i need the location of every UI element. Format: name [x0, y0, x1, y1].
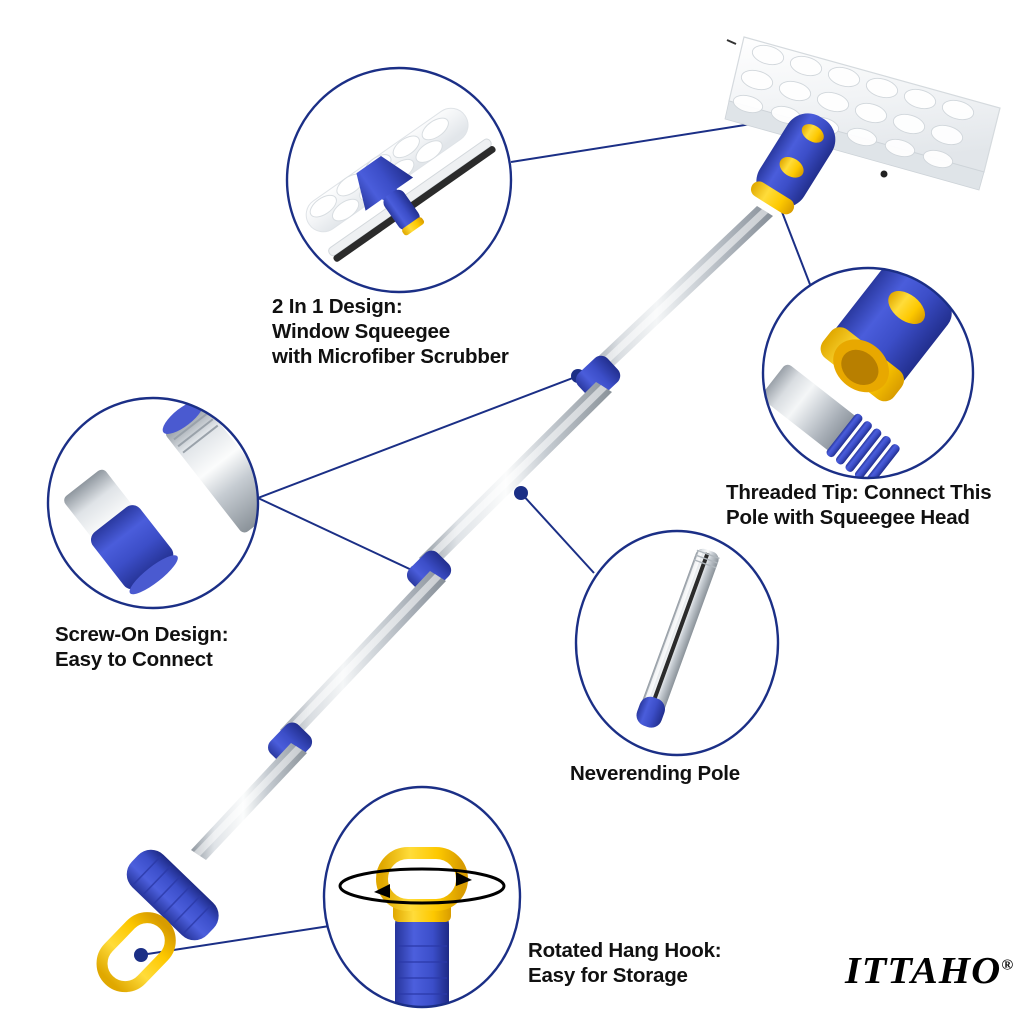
rotation-arrow-icon [338, 867, 506, 905]
leader-dot-icon-hook [134, 948, 148, 962]
pole-segment-middle [419, 382, 612, 568]
callout-screw-on [46, 396, 260, 610]
registered-trademark-icon: ® [1001, 957, 1014, 974]
callout-two-in-one [285, 66, 513, 294]
callout-ring-threaded-tip [761, 266, 975, 480]
callout-ring-two-in-one [285, 66, 513, 294]
callout-ring-neverending-pole [574, 529, 780, 757]
squeegee-head-connector [750, 113, 836, 215]
main-product-telescoping-pole [96, 36, 1001, 993]
brand-logo: ITTAHO® [845, 949, 1013, 993]
leader-line-threaded-tip [776, 198, 812, 288]
caption-two-in-one: 2 In 1 Design: Window Squeegee with Micr… [272, 295, 509, 368]
pole-segment-bottom [191, 743, 307, 860]
callout-neverending-pole [574, 529, 780, 757]
pole-segment-lower [280, 571, 446, 740]
leader-line-neverending [520, 492, 595, 574]
yellow-hang-hook [96, 912, 176, 993]
pole-joint-collar-upper [575, 355, 621, 400]
caption-screw-on: Screw-On Design: Easy to Connect [55, 623, 229, 671]
brand-name: ITTAHO [845, 950, 1002, 992]
leader-line-two-in-one [510, 118, 784, 163]
callout-ring-screw-on [46, 396, 260, 610]
callout-threaded-tip [761, 266, 975, 480]
pole-segment-upper [585, 206, 773, 379]
caption-rotated-hang-hook: Rotated Hang Hook: Easy for Storage [528, 939, 722, 987]
callout-rotated-hang-hook [322, 785, 522, 1009]
leader-dot-icon-pole-mid [514, 486, 528, 500]
caption-threaded-tip: Threaded Tip: Connect This Pole with Squ… [726, 481, 992, 529]
blue-grip-handle [126, 849, 219, 941]
leader-line-screw-on [255, 375, 579, 573]
callout-ring-rotated-hang-hook [322, 785, 522, 1009]
caption-neverending-pole: Neverending Pole [570, 762, 740, 785]
